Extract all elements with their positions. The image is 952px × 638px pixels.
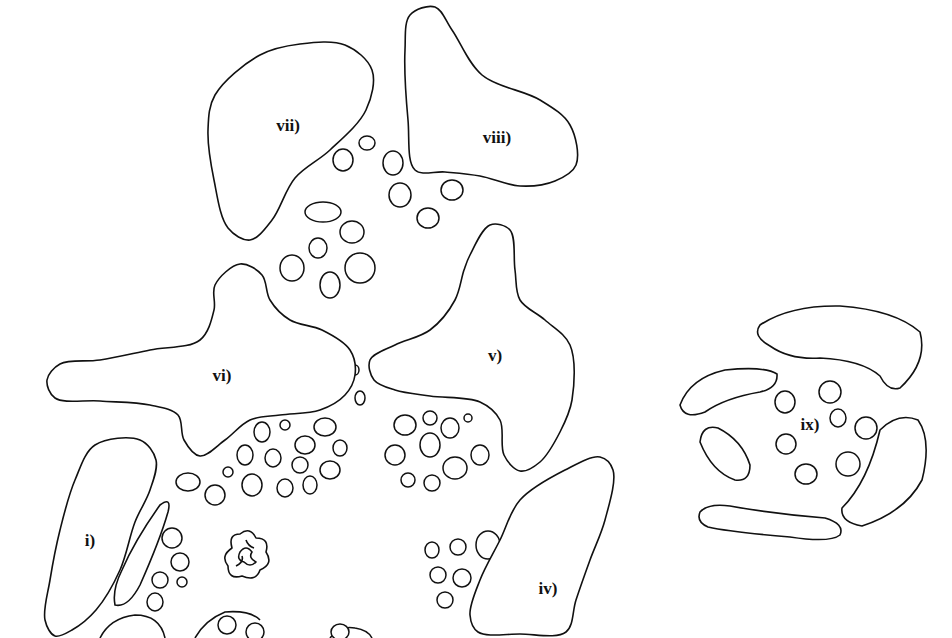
vessel (320, 272, 340, 298)
ix-cell (700, 427, 750, 480)
vessel (223, 467, 233, 477)
region-label: vii) (276, 117, 300, 134)
vessel (383, 151, 403, 175)
tissue-region: viii) (405, 7, 576, 186)
vessel (333, 440, 347, 456)
vessel (819, 381, 841, 403)
vessel (423, 411, 437, 425)
vessel (152, 572, 168, 588)
vessel (443, 457, 467, 479)
vessel (305, 202, 341, 222)
region-label: iv) (539, 580, 558, 597)
tissue-region: vii) (208, 44, 372, 240)
region-outline (370, 225, 572, 471)
vessel (830, 409, 846, 427)
vessel (389, 183, 411, 207)
vessel (177, 577, 187, 587)
vessel (776, 434, 796, 454)
vessel (218, 616, 236, 634)
vessel (437, 592, 453, 608)
vessel (280, 255, 304, 281)
vessel (265, 449, 281, 467)
tissue-region: v) (370, 225, 572, 471)
region-outline-path (470, 457, 614, 636)
ix-crescent (758, 306, 922, 389)
vessel (450, 539, 466, 555)
region-outline (470, 457, 613, 634)
vessel (171, 553, 189, 571)
vessel (345, 253, 375, 283)
ix-cell (699, 505, 841, 539)
vessel (836, 452, 860, 476)
vessel (855, 417, 877, 439)
vessel (453, 569, 471, 587)
part-label: ix) (800, 416, 821, 433)
ix-cell (680, 369, 777, 415)
region-outline (45, 440, 156, 636)
vessel (775, 391, 795, 413)
vessel (320, 461, 340, 479)
tissue-region: vi) (47, 264, 355, 456)
region-outline-path (208, 42, 374, 240)
vessel (464, 414, 472, 422)
region-outline-path (47, 264, 355, 456)
vessel (292, 457, 308, 473)
region-label: v) (488, 347, 502, 364)
vessel (162, 528, 182, 548)
vessel (176, 473, 200, 491)
region-label: viii) (483, 129, 511, 146)
vessel (795, 464, 817, 484)
region-outline (405, 7, 576, 186)
vessel (333, 149, 353, 171)
vessel (424, 475, 440, 491)
vessel (394, 415, 416, 435)
region-label: vi) (213, 367, 232, 384)
region-label: i) (85, 532, 95, 549)
vessel (314, 418, 336, 436)
vessel (254, 422, 270, 442)
vessel (417, 208, 439, 228)
region-outline-path (369, 224, 574, 471)
region-outline-path (44, 438, 156, 637)
vessel (295, 436, 315, 454)
vessel (303, 476, 317, 494)
tissue-region: i) (45, 440, 156, 636)
vessel (359, 136, 375, 150)
vessel (277, 479, 293, 497)
vessel (441, 418, 459, 438)
vessel (425, 542, 439, 558)
vessel (242, 474, 262, 496)
tissue-region: iv) (470, 457, 613, 634)
vessel (385, 445, 405, 465)
region-outline (47, 264, 355, 456)
bottom-cell (100, 615, 165, 638)
vessel (331, 624, 349, 638)
vessel (280, 420, 290, 430)
vessel (420, 433, 440, 457)
vessel (309, 238, 327, 258)
vessel (441, 180, 463, 200)
region-outline-path (405, 6, 578, 186)
region-outline (208, 44, 372, 240)
vessel (246, 623, 264, 638)
vessel (401, 473, 415, 487)
vessel (147, 593, 163, 611)
vessel (205, 485, 225, 505)
vessel (355, 391, 365, 405)
vessel (430, 567, 446, 583)
vessel (237, 445, 253, 465)
vessel (340, 221, 364, 243)
squiggle-cell (225, 531, 269, 578)
vessel (471, 445, 489, 465)
